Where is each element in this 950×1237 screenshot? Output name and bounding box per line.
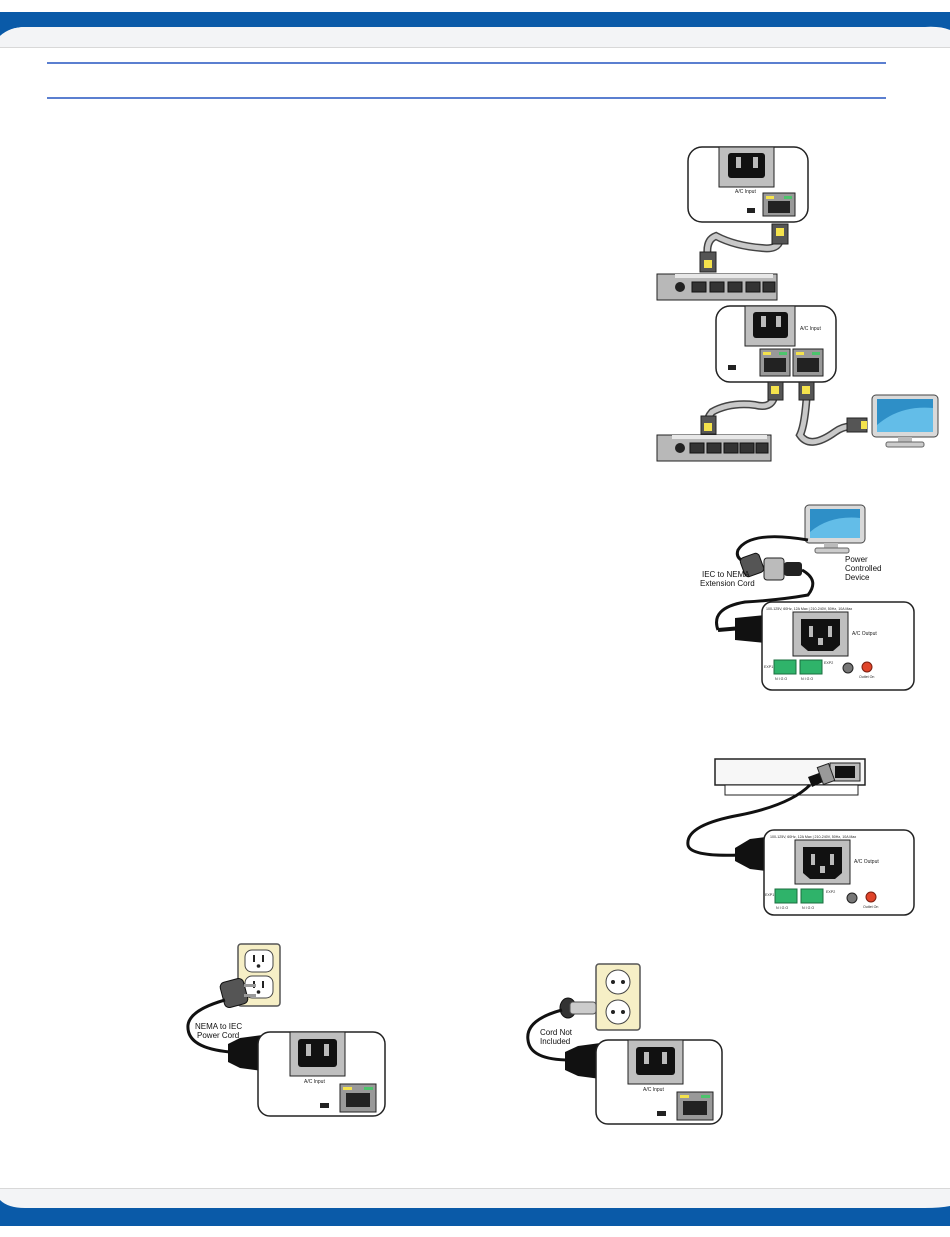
network-connection-figure: A/C Input A/C Input bbox=[656, 146, 939, 462]
spec-line-2: 100-125V, 60Hz, 12A Max | 210-240V, 50Hz… bbox=[770, 835, 856, 839]
ac-input-label-3: A/C Input bbox=[304, 1079, 325, 1085]
exp2-label: EXP2 bbox=[824, 661, 833, 665]
outlet-on-label: Outlet On bbox=[859, 675, 874, 679]
schuko-plug-icon bbox=[559, 997, 597, 1019]
terminal-pins-2: N I G O bbox=[801, 677, 813, 681]
ac-output-label: A/C Output bbox=[852, 631, 877, 637]
footer-band bbox=[0, 1186, 950, 1237]
extension-cord-plug bbox=[739, 552, 802, 581]
usb-port bbox=[747, 208, 755, 213]
rack-device bbox=[714, 758, 866, 796]
nema-plug-icon bbox=[219, 977, 256, 1009]
nema-power-cord-figure: NEMA to IEC Power Cord A/C Input bbox=[186, 943, 386, 1117]
exp1-label-2: EXP1 bbox=[765, 893, 774, 897]
schuko-wall-outlet-icon bbox=[595, 963, 641, 1031]
cord-not-included-label-2: Included bbox=[540, 1037, 570, 1046]
section-divider-rule bbox=[47, 97, 886, 99]
exp2-terminal-block bbox=[799, 659, 823, 675]
ac-input-label: A/C Input bbox=[735, 189, 756, 195]
power-controlled-label-2: Controlled bbox=[845, 564, 881, 573]
iec-to-nema-label-1: IEC to NEMA bbox=[702, 570, 750, 579]
exp2-label-2: EXP2 bbox=[826, 890, 835, 894]
ac-input-label-2: A/C Input bbox=[800, 326, 821, 332]
power-controlled-label-3: Device bbox=[845, 573, 870, 582]
outlet-led-icon bbox=[861, 661, 873, 673]
cord-not-included-label-1: Cord Not bbox=[540, 1028, 573, 1037]
outlet-on-label-2: Outlet On bbox=[863, 905, 878, 909]
iec-to-nema-label-2: Extension Cord bbox=[700, 579, 755, 588]
ac-output-label-2: A/C Output bbox=[854, 859, 879, 865]
monitor-icon bbox=[871, 394, 939, 448]
exp1-terminal-block bbox=[773, 659, 797, 675]
power-controlled-label-1: Power bbox=[845, 555, 868, 564]
output-to-device-figure: Power Controlled Device IEC to NEMA Exte… bbox=[700, 504, 915, 691]
exp1-label: EXP1 bbox=[764, 665, 773, 669]
header-band bbox=[0, 0, 950, 48]
output-to-rack-figure: 100-125V, 60Hz, 12A Max | 210-240V, 50Hz… bbox=[686, 758, 915, 916]
terminal-pins-3: N I G O bbox=[776, 906, 788, 910]
schuko-power-cord-figure: Cord Not Included A/C Input bbox=[526, 963, 723, 1125]
button-icon bbox=[842, 662, 854, 674]
top-divider-rule bbox=[47, 62, 886, 64]
power-controlled-monitor-icon bbox=[804, 504, 866, 554]
terminal-pins-1: N I G O bbox=[775, 677, 787, 681]
nema-to-iec-label-1: NEMA to IEC bbox=[195, 1022, 242, 1031]
nema-to-iec-label-2: Power Cord bbox=[197, 1031, 239, 1040]
nema-wall-outlet-icon bbox=[237, 943, 281, 1007]
terminal-pins-4: N I G O bbox=[802, 906, 814, 910]
spec-line: 100-125V, 60Hz, 12A Max | 210-240V, 50Hz… bbox=[766, 607, 852, 611]
ac-input-label-4: A/C Input bbox=[643, 1087, 664, 1093]
